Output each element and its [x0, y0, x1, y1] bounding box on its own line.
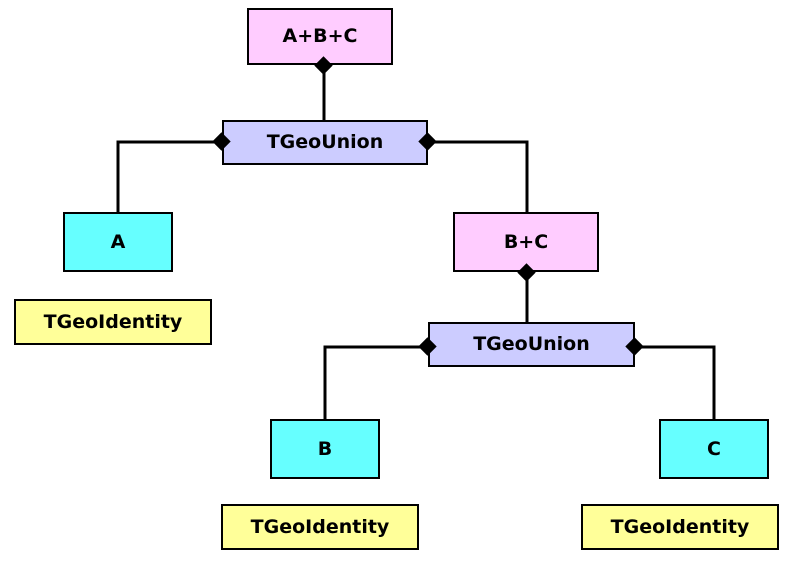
- node-identity-b-label: TGeoIdentity: [250, 515, 390, 538]
- node-identity-c-label: TGeoIdentity: [610, 515, 750, 538]
- edge-union-top-to-a: [116, 140, 222, 212]
- node-shape-a-label: A: [110, 230, 126, 253]
- node-identity-a-label: TGeoIdentity: [43, 310, 183, 333]
- node-shape-b-label: B: [317, 437, 333, 460]
- node-union-top-label: TGeoUnion: [266, 131, 384, 153]
- node-abc[interactable]: A+B+C: [247, 8, 393, 65]
- node-bc-label: B+C: [503, 230, 549, 253]
- edge-union-bot-to-b: [323, 345, 428, 419]
- node-shape-c[interactable]: C: [659, 419, 769, 479]
- edge-union-top-to-bc: [428, 140, 529, 212]
- node-union-bot[interactable]: TGeoUnion: [428, 322, 635, 367]
- node-identity-b[interactable]: TGeoIdentity: [221, 504, 419, 550]
- node-shape-c-label: C: [707, 437, 721, 460]
- node-union-bot-label: TGeoUnion: [473, 333, 590, 355]
- node-identity-c[interactable]: TGeoIdentity: [581, 504, 779, 550]
- node-union-top[interactable]: TGeoUnion: [222, 120, 428, 165]
- edge-union-bot-to-c: [635, 345, 716, 419]
- node-shape-a[interactable]: A: [63, 212, 173, 272]
- node-shape-b[interactable]: B: [270, 419, 380, 479]
- node-abc-label: A+B+C: [282, 25, 358, 47]
- node-identity-a[interactable]: TGeoIdentity: [14, 299, 212, 345]
